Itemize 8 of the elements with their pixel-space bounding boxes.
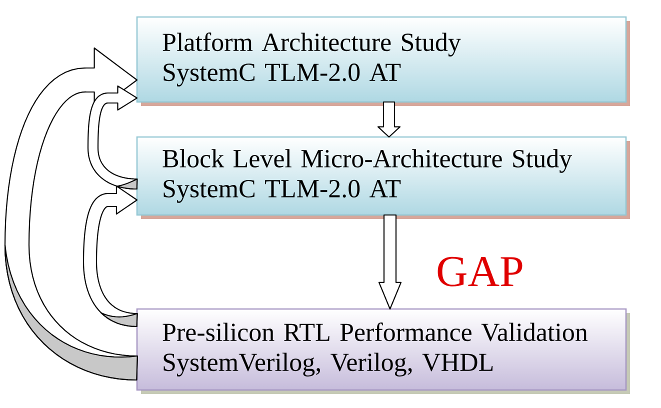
gap-label: GAP bbox=[438, 256, 522, 286]
curved-arrow bbox=[87, 85, 138, 190]
stage-box: Block Level Micro-Architecture Study SystemC TLM-2.0 AT bbox=[136, 136, 630, 219]
stage-box: Pre-silicon RTL Performance Validation SystemVerilog, Verilog, VHDL bbox=[136, 308, 630, 394]
stage-box: Platform Architecture Study SystemC TLM-2.0 AT bbox=[136, 16, 630, 106]
curved-arrow bbox=[82, 185, 138, 328]
block-arrow bbox=[377, 101, 401, 138]
block-arrow bbox=[378, 214, 402, 310]
